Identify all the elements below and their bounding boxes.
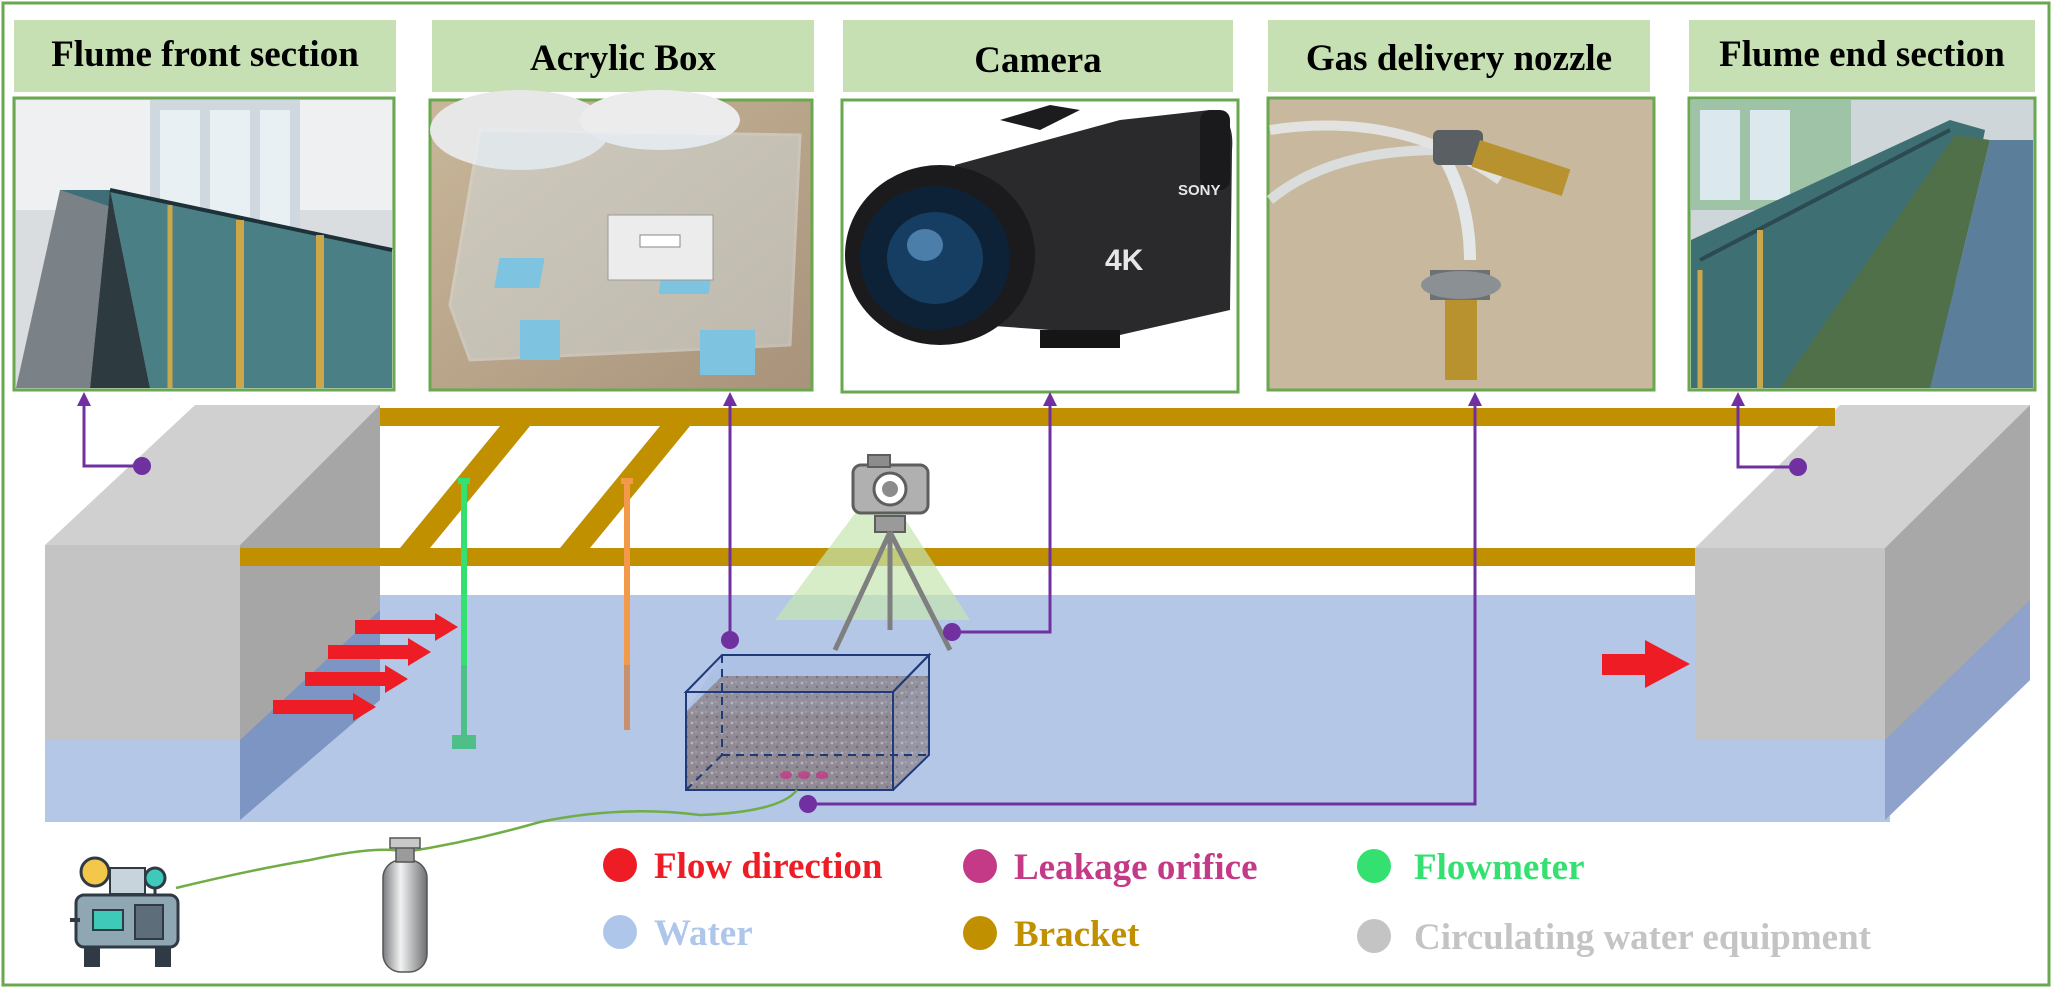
panel-camera: Camera 4K SONY [840, 20, 1240, 394]
legend-swatch [963, 849, 997, 883]
legend-item-circulating-water-equipment: Circulating water equipment [1357, 917, 1872, 958]
panel-title: Camera [974, 40, 1101, 81]
flume-front-photo-icon [12, 96, 396, 392]
acrylic-box-schematic [683, 652, 932, 791]
gas-supply-line [175, 789, 798, 890]
legend-label: Flow direction [654, 846, 883, 887]
flow-direction-arrows [273, 613, 1690, 721]
pointer-arrowheads [77, 392, 1745, 406]
panel-title: Acrylic Box [530, 38, 716, 79]
legend-swatch [603, 915, 637, 949]
panel-title-box [1689, 20, 2035, 92]
panel-flume-end: Flume end section [1687, 20, 2037, 392]
panel-title-box [843, 20, 1233, 92]
legend-swatch [1357, 849, 1391, 883]
flowmeter-probe [452, 478, 476, 749]
acrylic-box-photo-icon [428, 90, 814, 392]
camera-brand: SONY [1178, 182, 1221, 199]
nozzle-photo-icon [1266, 96, 1656, 392]
air-compressor-icon [70, 856, 180, 967]
pointer-dots [133, 457, 1807, 813]
gas-cylinder-icon [382, 837, 428, 973]
panel-title-box [432, 20, 814, 92]
panel-acrylic-box: Acrylic Box [428, 20, 814, 392]
bracket-structure [240, 408, 1835, 566]
legend-label: Leakage orifice [1014, 847, 1258, 888]
legend-item-bracket: Bracket [963, 914, 1140, 955]
flume-end-photo-icon [1687, 96, 2037, 392]
legend-label: Bracket [1014, 914, 1140, 955]
water-body [45, 595, 1890, 822]
legend-item-water: Water [603, 913, 753, 954]
camera-tripod-icon [775, 454, 970, 652]
panel-flume-front: Flume front section [12, 20, 396, 392]
panel-title: Flume end section [1719, 34, 2005, 75]
legend: Flow direction Leakage orifice Flowmeter… [603, 846, 1872, 958]
pointer-lines [82, 400, 1796, 806]
legend-item-flowmeter: Flowmeter [1357, 847, 1585, 888]
legend-label: Flowmeter [1414, 847, 1585, 888]
secondary-probe [621, 478, 633, 730]
legend-item-leakage-orifice: Leakage orifice [963, 847, 1258, 888]
panel-title-box [14, 20, 396, 92]
left-circulating-equipment [45, 405, 380, 822]
camera-badge: 4K [1105, 244, 1144, 277]
camcorder-photo-icon: 4K SONY [840, 98, 1240, 394]
panel-title: Gas delivery nozzle [1306, 38, 1612, 79]
legend-swatch [603, 848, 637, 882]
right-circulating-equipment [1695, 405, 2030, 822]
panel-title-box [1268, 20, 1650, 92]
legend-label: Water [654, 913, 753, 954]
panel-gas-nozzle: Gas delivery nozzle [1266, 20, 1656, 392]
legend-label: Circulating water equipment [1414, 917, 1872, 958]
legend-item-flow-direction: Flow direction [603, 846, 883, 887]
leakage-orifices [780, 771, 828, 779]
legend-swatch [1357, 919, 1391, 953]
panel-title: Flume front section [51, 34, 359, 75]
legend-swatch [963, 916, 997, 950]
